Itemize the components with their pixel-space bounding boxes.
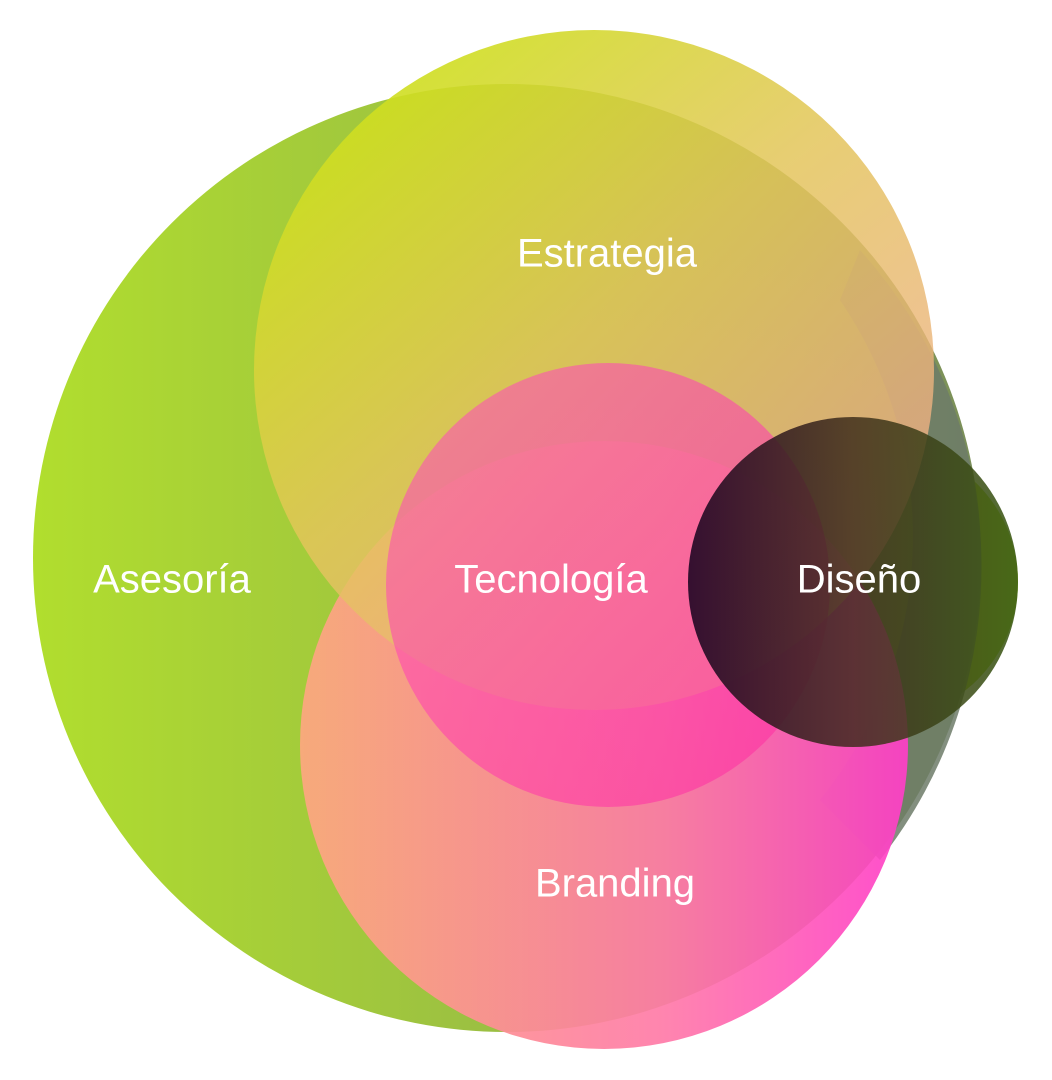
label-asesoria: Asesoría [93, 558, 252, 602]
label-diseno: Diseño [797, 558, 922, 602]
label-tecnologia: Tecnología [454, 558, 648, 602]
tecnologia-circle [386, 363, 830, 807]
label-branding: Branding [535, 862, 695, 906]
diseno-circle [688, 417, 1018, 747]
label-estrategia: Estrategia [517, 232, 698, 276]
